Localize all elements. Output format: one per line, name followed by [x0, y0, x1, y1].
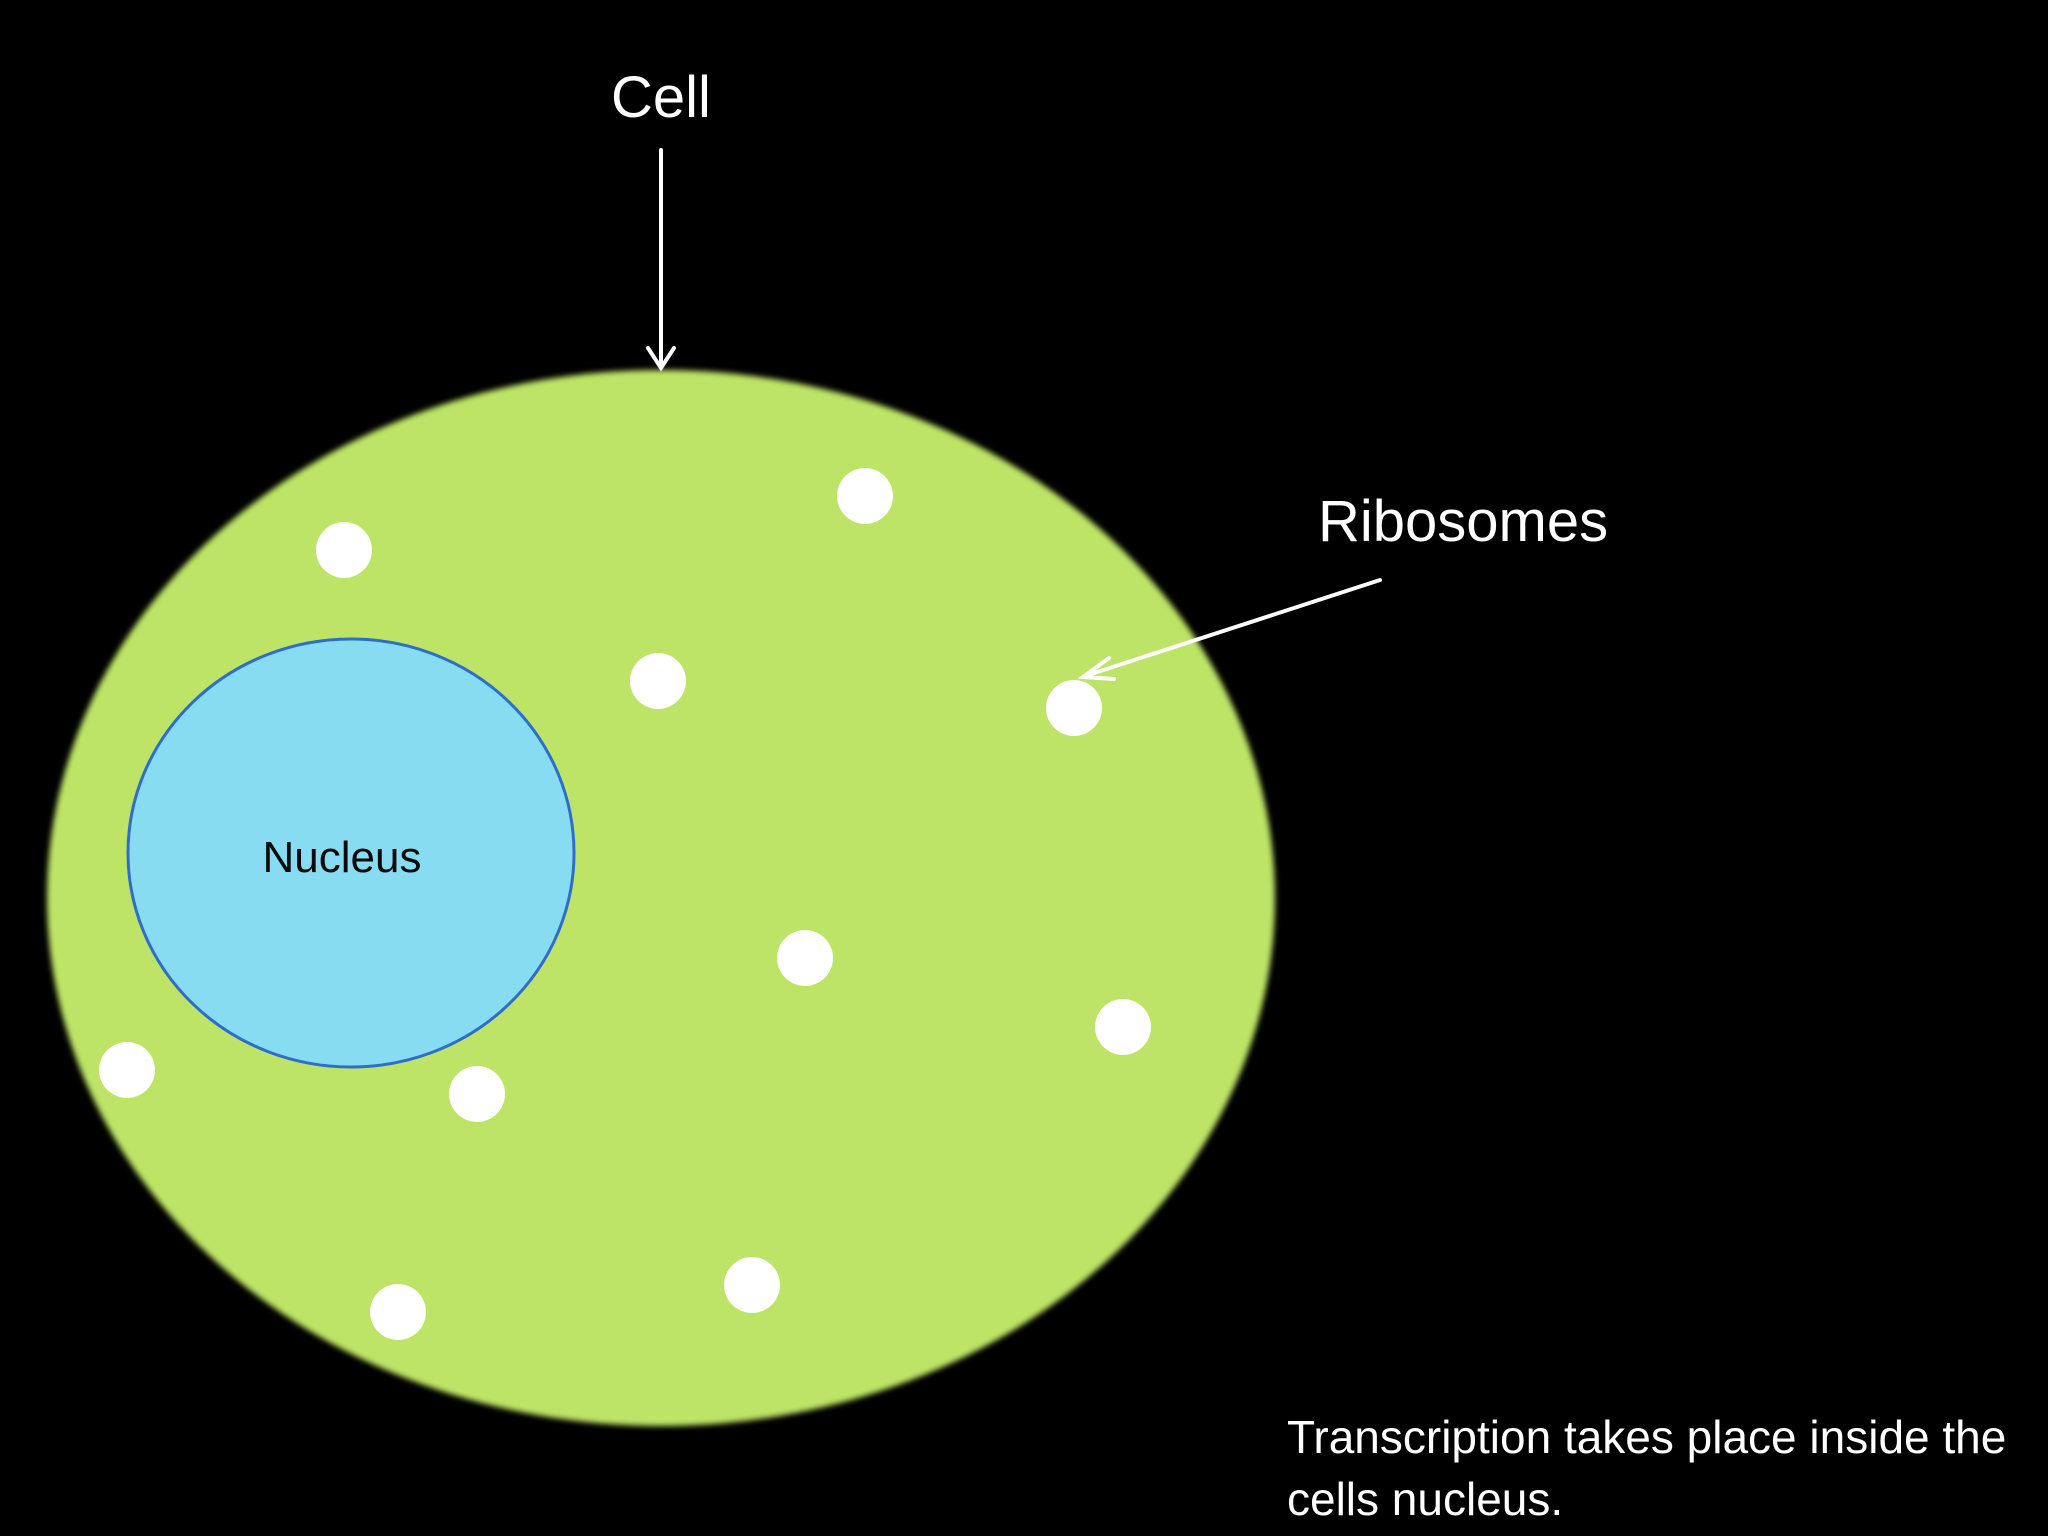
nucleus-label: Nucleus — [263, 833, 422, 882]
cell-body — [47, 370, 1275, 1426]
ribosome — [316, 522, 372, 578]
ribosome — [370, 1284, 426, 1340]
ribosome — [449, 1066, 505, 1122]
ribosomes-arrow — [1077, 578, 1382, 681]
ribosome — [724, 1257, 780, 1313]
cell-label: Cell — [611, 65, 711, 130]
ribosome — [777, 930, 833, 986]
ribosome — [837, 468, 893, 524]
caption: Transcription takes place inside the cel… — [1287, 1411, 2019, 1525]
caption-line-2: cells nucleus. — [1287, 1473, 1563, 1525]
ribosome — [1095, 999, 1151, 1055]
nucleus — [126, 637, 576, 1069]
ribosome-group — [99, 468, 1151, 1340]
ribosome — [99, 1042, 155, 1098]
ribosome — [630, 653, 686, 709]
cell-arrow — [646, 148, 676, 372]
ribosomes-label: Ribosomes — [1318, 489, 1608, 554]
caption-line-1: Transcription takes place inside the — [1287, 1411, 2006, 1463]
ribosome — [1046, 680, 1102, 736]
